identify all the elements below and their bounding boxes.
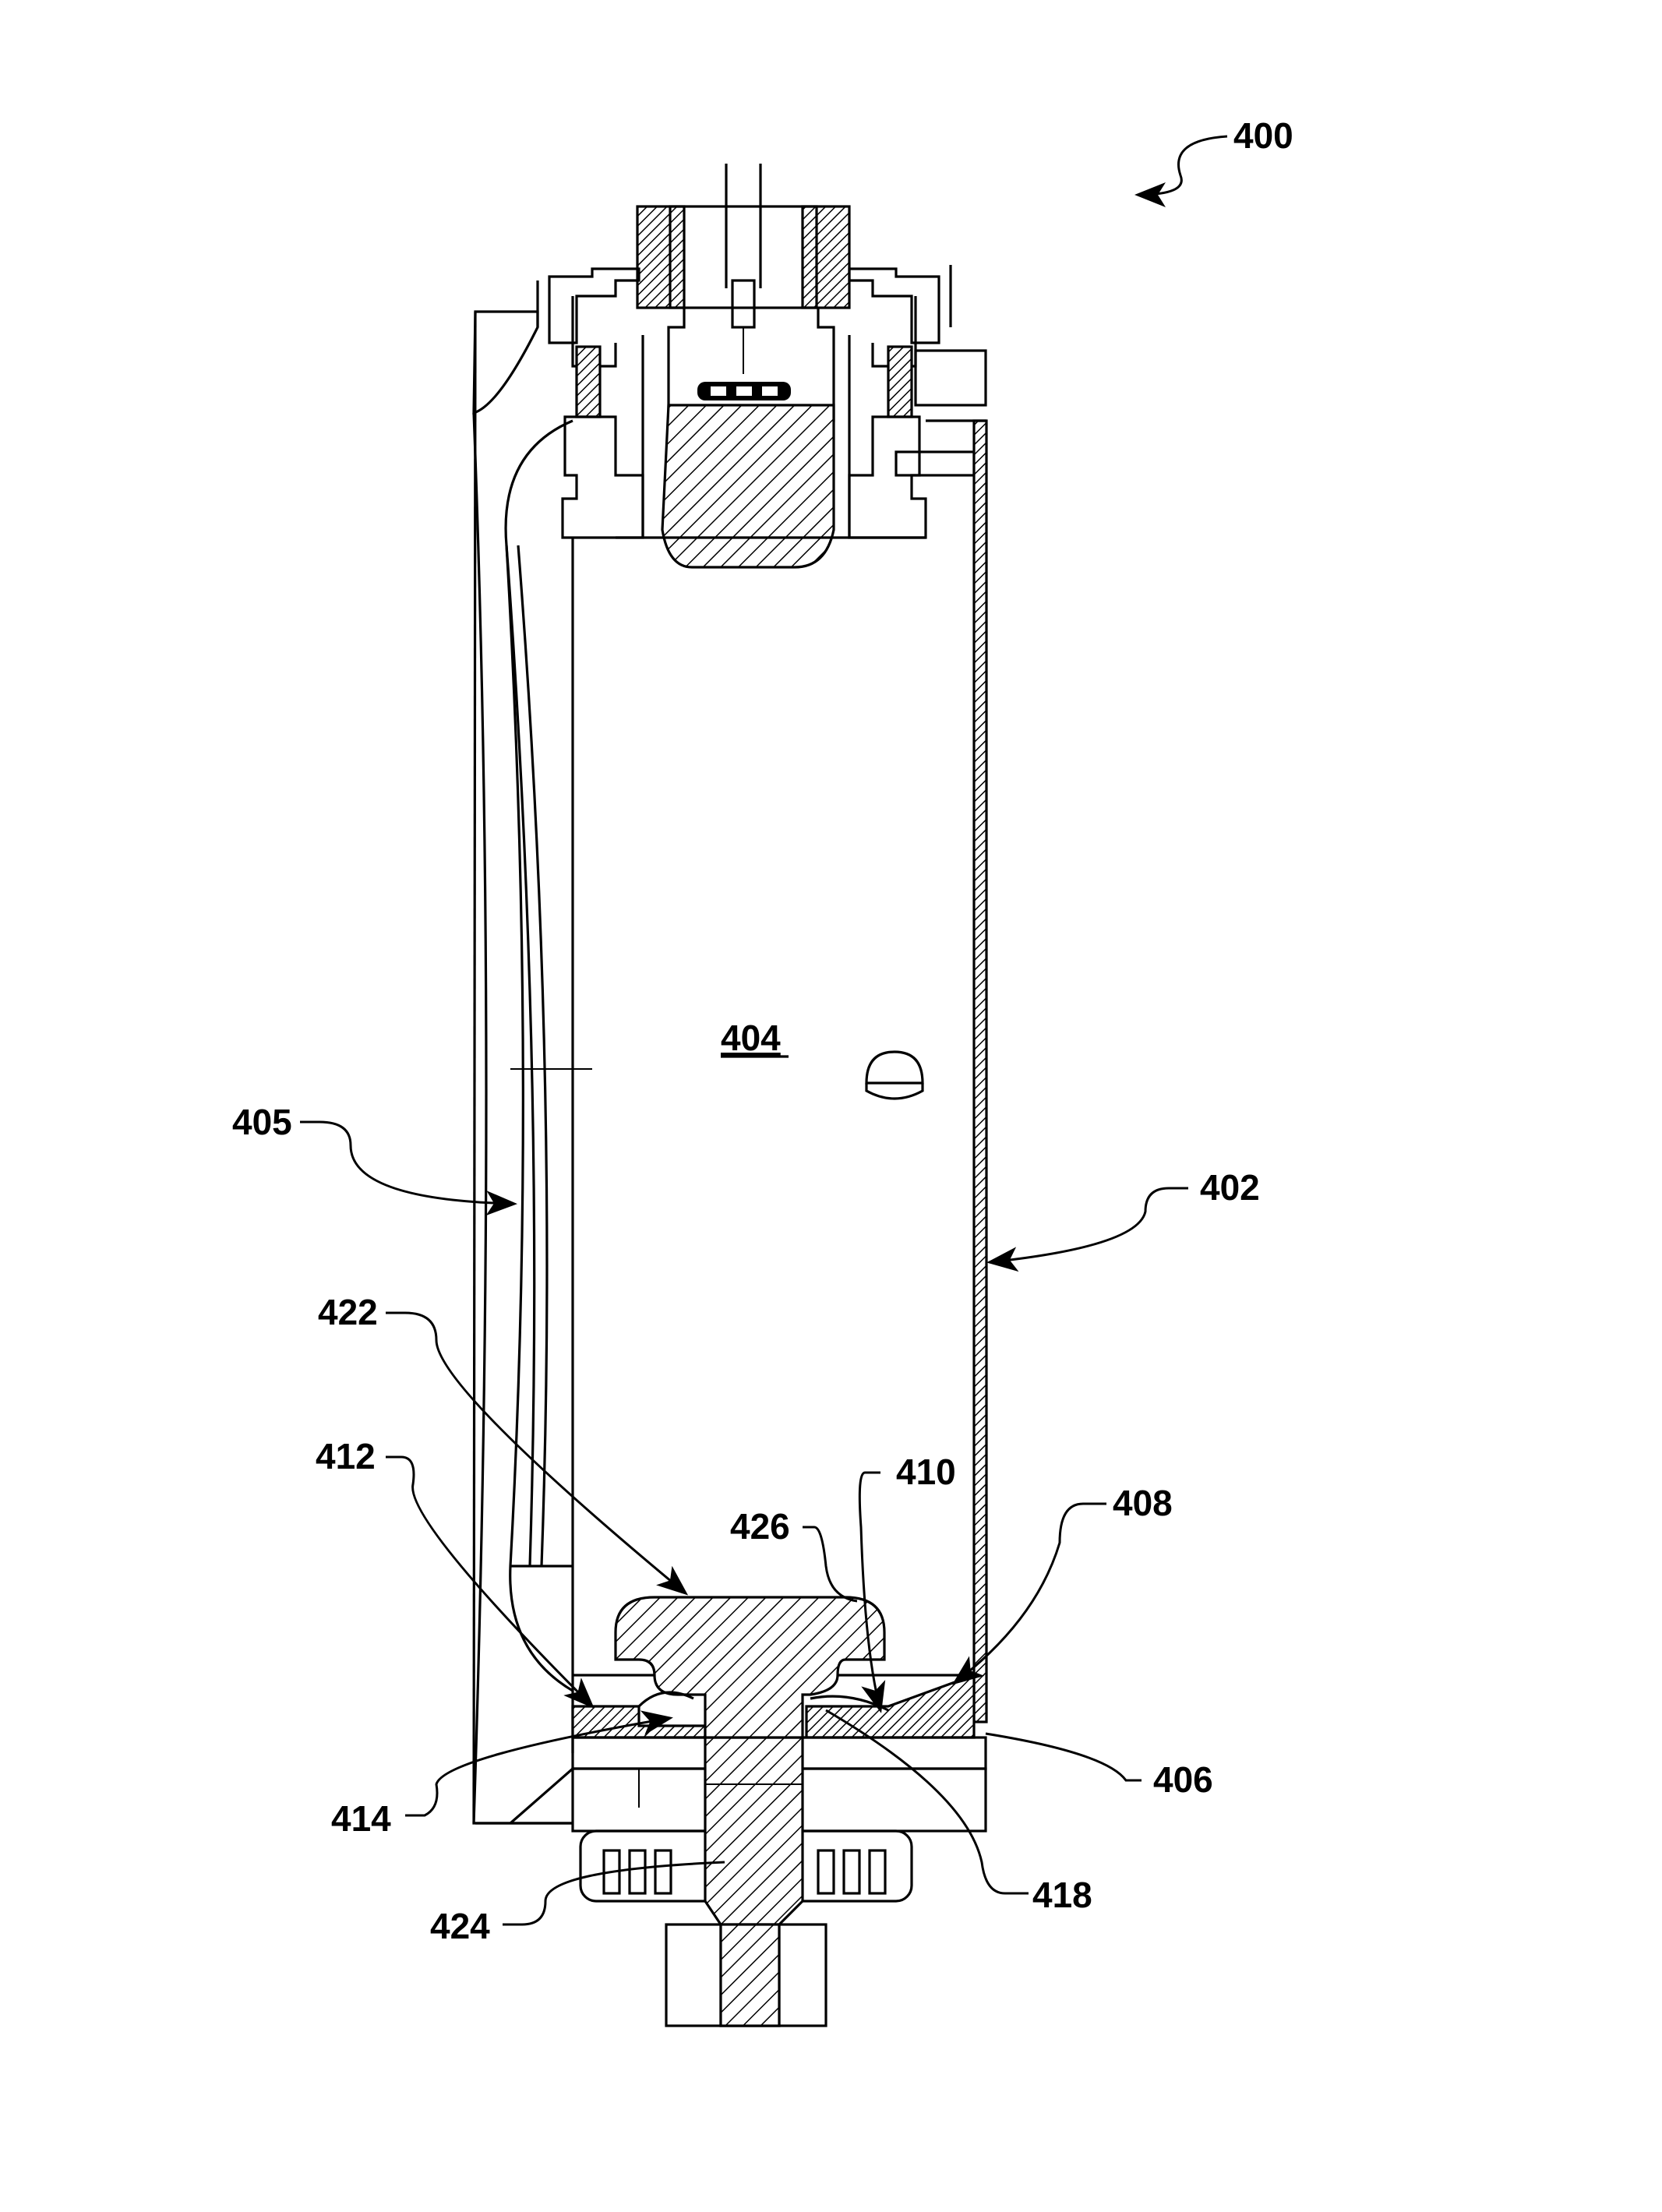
leader-422 [386,1313,686,1593]
leader-412 [386,1457,592,1706]
leader-400 [1138,136,1227,195]
label-405: 405 [232,1102,292,1142]
label-400: 400 [1233,115,1293,156]
chamber-body [510,421,986,1753]
leader-426 [803,1527,857,1601]
label-422: 422 [318,1292,378,1332]
label-418: 418 [1032,1875,1092,1915]
label-424: 424 [430,1906,490,1946]
leader-402 [990,1188,1188,1262]
label-404: 404 [721,1018,781,1058]
bottom-assembly [475,1597,986,2026]
label-426: 426 [730,1506,790,1547]
top-fitting [538,164,986,567]
label-412: 412 [316,1436,376,1476]
label-410: 410 [896,1452,956,1492]
label-414: 414 [331,1798,391,1839]
label-402: 402 [1200,1167,1260,1208]
label-406: 406 [1153,1759,1213,1800]
leader-405 [300,1122,514,1204]
leader-406 [986,1734,1142,1780]
label-408: 408 [1113,1483,1173,1523]
